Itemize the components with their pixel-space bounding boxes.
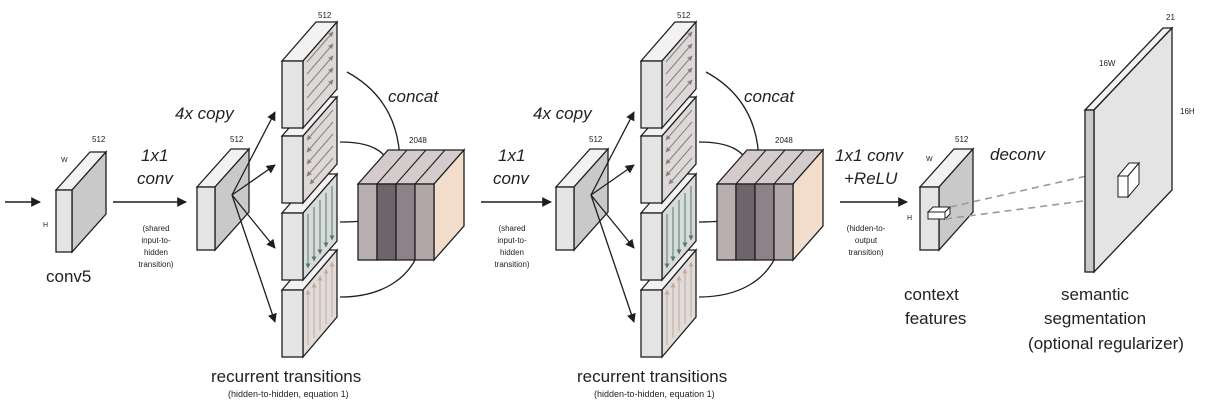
concat-b-label: concat [744, 87, 795, 106]
conv1x1-a-line1: 1x1 [141, 146, 168, 165]
shared-transition-a: (shared input-to- hidden transition) [138, 224, 173, 269]
shared-a-line2: input-to- [141, 236, 171, 245]
concat-block-b [715, 148, 825, 262]
segmentation-patch [1116, 161, 1141, 199]
concat-a-dim-label: 2048 [409, 136, 427, 145]
recurrent-stack-b [639, 20, 698, 359]
deconv-label: deconv [990, 145, 1046, 164]
recurrent-stack-a [280, 20, 339, 359]
context-label-line1: context [904, 285, 959, 304]
shared-b-line3: hidden [500, 248, 524, 257]
seg-label-line3: (optional regularizer) [1028, 334, 1184, 353]
rec-b-subtitle: (hidden-to-hidden, equation 1) [594, 389, 715, 399]
conv-relu-line1: 1x1 conv [835, 146, 905, 165]
rec-a-subtitle: (hidden-to-hidden, equation 1) [228, 389, 349, 399]
conv5-label: conv5 [46, 267, 91, 286]
rec-b-dim-label: 512 [677, 11, 691, 20]
seg-channels-label: 21 [1166, 13, 1175, 22]
seg-label-line1: semantic [1061, 285, 1130, 304]
conv1x1-b-line2: conv [493, 169, 530, 188]
context-h-label: H [907, 215, 912, 222]
conv5-dim-label: 512 [92, 135, 106, 144]
hidden-out-line2: output [855, 236, 878, 245]
copy-b-label: 4x copy [533, 104, 593, 123]
conv5-h-label: H [43, 222, 48, 229]
context-dim-label: 512 [955, 135, 969, 144]
rec-a-dim-label: 512 [318, 11, 332, 20]
shared-a-line1: (shared [142, 224, 169, 233]
rec-a-title: recurrent transitions [211, 367, 361, 386]
shared-a-line3: hidden [144, 248, 168, 257]
fanout-arrows-b [590, 111, 636, 323]
copy-a-dim-label: 512 [230, 135, 244, 144]
context-w-label: W [926, 156, 933, 163]
shared-a-line4: transition) [138, 260, 173, 269]
copy-a-label: 4x copy [175, 104, 235, 123]
hidden-to-output-note: (hidden-to- output transition) [847, 224, 886, 257]
context-features-block [918, 147, 975, 252]
shared-b-line4: transition) [494, 260, 529, 269]
seg-w-label: 16W [1099, 59, 1116, 68]
input-block-b [554, 147, 610, 252]
context-label-line2: features [905, 309, 966, 328]
seg-h-label: 16H [1180, 107, 1195, 116]
shared-b-line1: (shared [498, 224, 525, 233]
concat-a-label: concat [388, 87, 439, 106]
context-patch [926, 205, 952, 221]
hidden-out-line3: transition) [848, 248, 883, 257]
hidden-out-line1: (hidden-to- [847, 224, 886, 233]
seg-label-line2: segmentation [1044, 309, 1146, 328]
conv5-w-label: W [61, 157, 68, 164]
input-block-a [195, 147, 251, 252]
rec-b-title: recurrent transitions [577, 367, 727, 386]
conv5-block [54, 150, 108, 254]
shared-b-line2: input-to- [497, 236, 527, 245]
segmentation-slab [1083, 26, 1174, 274]
shared-transition-b: (shared input-to- hidden transition) [494, 224, 529, 269]
conv-relu-line2: +ReLU [844, 169, 898, 188]
copy-b-dim-label: 512 [589, 135, 603, 144]
conv1x1-a-line2: conv [137, 169, 174, 188]
fanout-arrows-a [231, 111, 277, 323]
concat-b-dim-label: 2048 [775, 136, 793, 145]
conv1x1-b-line1: 1x1 [498, 146, 525, 165]
concat-block-a [356, 148, 466, 262]
